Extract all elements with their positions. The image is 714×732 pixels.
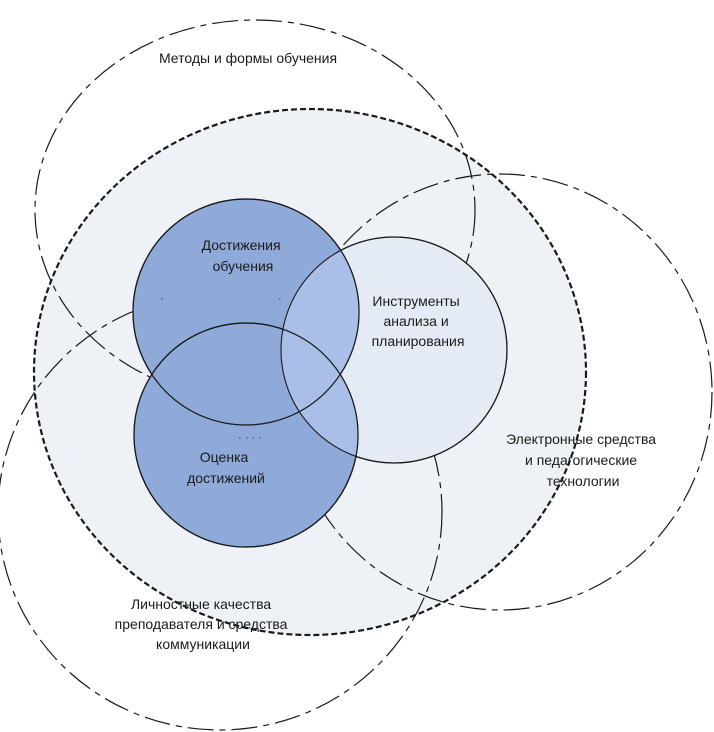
label-analysis-line-3: планирования	[372, 333, 465, 349]
label-achievements-line-1: Достижения	[202, 237, 281, 253]
label-assessment-line-1: Оценка	[200, 449, 249, 465]
circle-achievements-outline	[132, 198, 360, 426]
label-e-tools-line-3: технологии	[547, 473, 620, 489]
label-e-tools: Электронные средства и педагогические те…	[506, 431, 660, 489]
label-analysis-line-2: анализа и	[383, 313, 448, 329]
label-personal: Личностные качества преподавателя и сред…	[115, 596, 292, 652]
label-achievements-line-2: обучения	[213, 258, 274, 274]
label-assessment: Оценка достижений	[187, 449, 265, 486]
label-methods-line: Методы и формы обучения	[159, 50, 337, 66]
label-personal-line-1: Личностные качества	[131, 596, 271, 612]
label-analysis: Инструменты анализа и планирования	[372, 293, 465, 349]
label-analysis-line-1: Инструменты	[372, 293, 459, 309]
dots-row: · · · ·	[238, 432, 262, 444]
label-methods: Методы и формы обучения	[159, 50, 337, 66]
label-e-tools-line-1: Электронные средства	[506, 431, 656, 447]
circle-analysis-outline	[280, 236, 508, 464]
dot-right: ·	[278, 293, 282, 305]
label-achievements: Достижения обучения	[202, 237, 285, 274]
label-personal-line-2: преподавателя и средства	[115, 616, 288, 632]
label-personal-line-3: коммуникации	[156, 636, 250, 652]
dot-left: ·	[160, 293, 164, 305]
overlap-assessment-analysis	[281, 323, 358, 463]
label-assessment-line-2: достижений	[187, 470, 265, 486]
circle-assessment-outline	[133, 322, 359, 548]
label-e-tools-line-2: и педагогические	[525, 452, 637, 468]
